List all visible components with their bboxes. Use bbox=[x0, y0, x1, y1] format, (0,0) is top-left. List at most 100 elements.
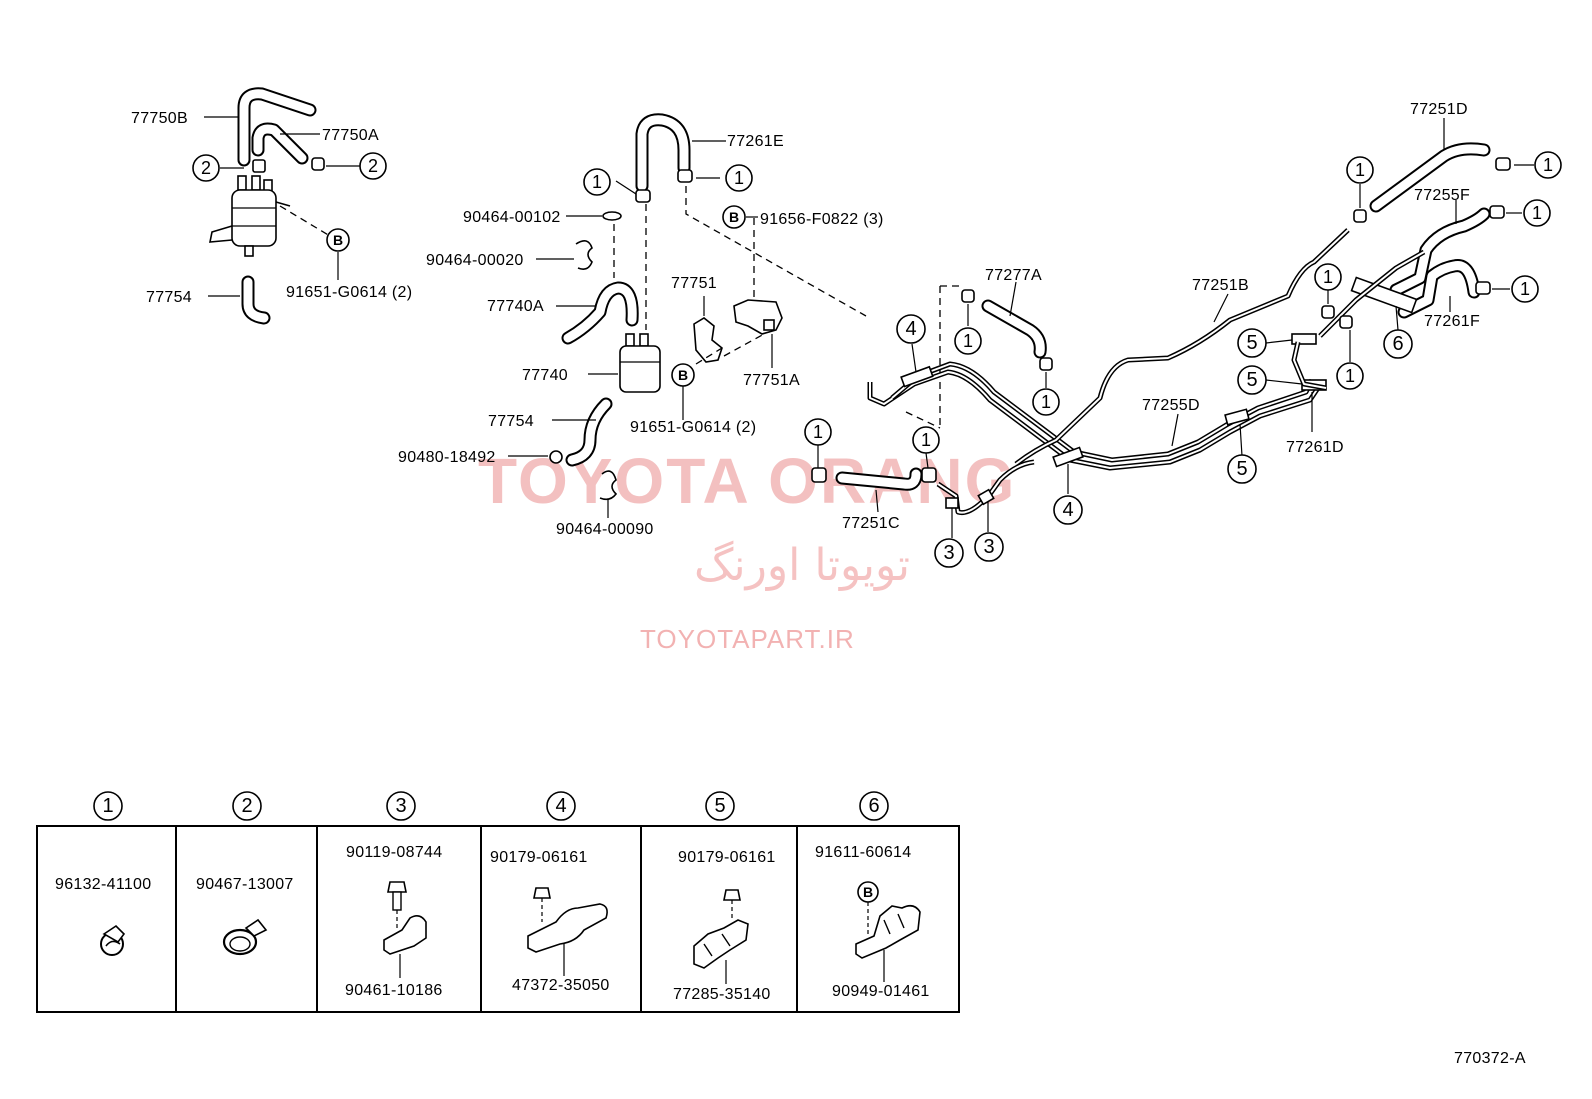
callout-b bbox=[671, 363, 695, 387]
callout-1-text: 1 bbox=[1041, 392, 1051, 412]
clip bbox=[311, 157, 325, 171]
clamp-90464-00020 bbox=[575, 240, 593, 270]
filter-bracket bbox=[209, 225, 233, 243]
label-77261f: 77261F bbox=[1424, 313, 1480, 330]
callout-6-text: 6 bbox=[1392, 333, 1403, 355]
double-pipe-clamp-icon bbox=[693, 889, 749, 984]
label-91656-f0822: 91656-F0822 (3) bbox=[760, 211, 884, 228]
label-77750a: 77750A bbox=[322, 127, 379, 144]
watermark-site: TOYOTAPART.IR bbox=[640, 624, 855, 654]
callout-5 bbox=[1237, 328, 1267, 358]
callout-1 bbox=[1032, 388, 1060, 416]
label-77255f: 77255F bbox=[1414, 187, 1470, 204]
label-77255d: 77255D bbox=[1142, 397, 1200, 414]
callout-b bbox=[722, 205, 746, 229]
fuel-filter-canister bbox=[231, 189, 277, 247]
callout-5-text: 5 bbox=[1236, 458, 1247, 480]
callout-3-text: 3 bbox=[943, 542, 954, 564]
legend-6-bottom-part: 90949-01461 bbox=[832, 983, 930, 1000]
callout-5 bbox=[1227, 454, 1257, 484]
legend-5-top-part: 90179-06161 bbox=[678, 849, 776, 866]
callout-4 bbox=[1053, 495, 1083, 525]
legend-key-3 bbox=[386, 791, 416, 821]
callout-1 bbox=[725, 164, 753, 192]
callout-3 bbox=[974, 532, 1004, 562]
callout-3 bbox=[934, 538, 964, 568]
legend-2-part: 90467-13007 bbox=[196, 876, 294, 893]
legend-key-4-text: 4 bbox=[555, 795, 566, 817]
label-90480-18492: 90480-18492 bbox=[398, 449, 496, 466]
legend-4-bottom-part: 47372-35050 bbox=[512, 977, 610, 994]
callout-1 bbox=[1523, 199, 1551, 227]
label-77277a: 77277A bbox=[985, 267, 1042, 284]
bracket-77751 bbox=[693, 317, 723, 363]
clip bbox=[1353, 209, 1367, 223]
label-77751a: 77751A bbox=[743, 372, 800, 389]
clamp-5 bbox=[1224, 408, 1250, 426]
callout-2 bbox=[192, 154, 220, 182]
callout-5-text: 5 bbox=[1246, 332, 1257, 354]
callout-4-text: 4 bbox=[905, 318, 916, 340]
label-77251b: 77251B bbox=[1192, 277, 1249, 294]
diagram-code: 770372-A bbox=[1454, 1050, 1526, 1067]
label-77754-mid: 77754 bbox=[488, 413, 534, 430]
clamp-3 bbox=[977, 488, 995, 506]
callout-1-text: 1 bbox=[1323, 267, 1333, 287]
clip bbox=[1321, 305, 1335, 319]
middle-assembly bbox=[508, 113, 867, 518]
label-77754-left: 77754 bbox=[146, 289, 192, 306]
callout-b-text: B bbox=[729, 209, 739, 225]
callout-1 bbox=[954, 327, 982, 355]
callout-b-text: B bbox=[678, 367, 688, 383]
right-assembly bbox=[811, 118, 1534, 538]
clip bbox=[811, 467, 827, 483]
callout-1-text: 1 bbox=[963, 331, 973, 351]
legend-key-6 bbox=[859, 791, 889, 821]
callout-1-text: 1 bbox=[592, 172, 602, 192]
legend-5-bottom-part: 77285-35140 bbox=[673, 986, 771, 1003]
pipe-clamp-icon bbox=[527, 887, 608, 976]
callouts: 2 2 B 1 1 B B 1 1 4 1 1 3 3 4 5 5 bbox=[192, 151, 1562, 568]
legend-key-6-text: 6 bbox=[868, 795, 879, 817]
callout-5 bbox=[1237, 365, 1267, 395]
label-77261e: 77261E bbox=[727, 133, 784, 150]
clamp-6 bbox=[1350, 276, 1418, 314]
legend-6-top-part: 91611-60614 bbox=[815, 844, 911, 861]
label-77740: 77740 bbox=[522, 367, 568, 384]
callout-2 bbox=[359, 152, 387, 180]
callout-1-text: 1 bbox=[1520, 279, 1530, 299]
callout-5-text: 5 bbox=[1246, 369, 1257, 391]
legend-3-bottom-part: 90461-10186 bbox=[345, 982, 443, 999]
label-77750b: 77750B bbox=[131, 110, 188, 127]
legend-3-top-part: 90119-08744 bbox=[346, 844, 442, 861]
clip bbox=[1495, 157, 1511, 171]
legend-4-top-part: 90179-06161 bbox=[490, 849, 588, 866]
callout-1 bbox=[1336, 362, 1364, 390]
callout-b-text: B bbox=[333, 232, 343, 248]
label-77251d: 77251D bbox=[1410, 101, 1468, 118]
legend-key-3-text: 3 bbox=[395, 795, 406, 817]
callout-3-text: 3 bbox=[983, 536, 994, 558]
label-91651-g0614-left: 91651-G0614 (2) bbox=[286, 284, 412, 301]
callout-4 bbox=[896, 314, 926, 344]
clamp-4 bbox=[900, 365, 934, 388]
clip bbox=[961, 289, 975, 303]
callout-b bbox=[326, 228, 350, 252]
legend-key-2-text: 2 bbox=[241, 795, 252, 817]
clip bbox=[635, 189, 651, 203]
legend-frame bbox=[36, 825, 960, 1013]
clip bbox=[1475, 281, 1491, 295]
legend-key-5-text: 5 bbox=[714, 795, 725, 817]
label-90464-00102: 90464-00102 bbox=[463, 209, 561, 226]
label-77261d: 77261D bbox=[1286, 439, 1344, 456]
callout-2-text: 2 bbox=[201, 158, 211, 178]
clip bbox=[1489, 205, 1505, 219]
clamp-5 bbox=[1291, 333, 1317, 345]
label-91651-g0614-mid: 91651-G0614 (2) bbox=[630, 419, 756, 436]
callout-1-text: 1 bbox=[1355, 160, 1365, 180]
clamp-3 bbox=[945, 497, 959, 509]
callout-1 bbox=[1534, 151, 1562, 179]
legend-key-2 bbox=[232, 791, 262, 821]
callout-6 bbox=[1383, 329, 1413, 359]
callout-1-text: 1 bbox=[1543, 155, 1553, 175]
